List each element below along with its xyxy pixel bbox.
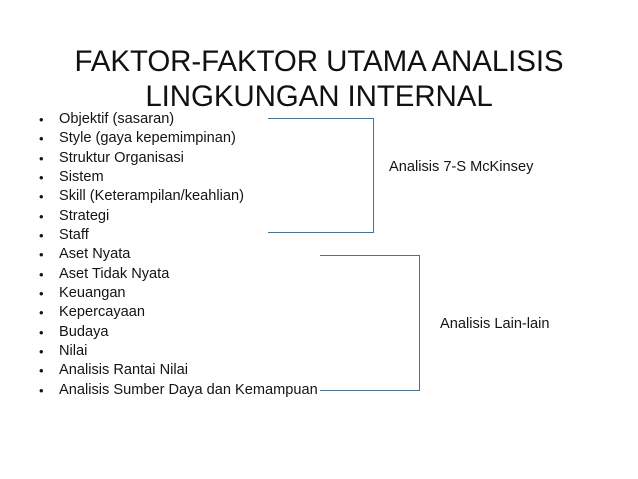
list-item: • Analisis Rantai Nilai xyxy=(36,361,366,380)
list-item: • Budaya xyxy=(36,323,366,342)
list-item-label: Aset Tidak Nyata xyxy=(59,265,170,282)
bullet-dot-icon: • xyxy=(39,305,44,321)
bullet-dot-icon: • xyxy=(39,150,44,166)
list-item-label: Kepercayaan xyxy=(59,304,146,321)
bullet-dot-icon: • xyxy=(39,286,44,302)
bullet-dot-icon: • xyxy=(39,170,44,186)
factor-bullet-list: • Objektif (sasaran) • Style (gaya kepemimp… xyxy=(36,110,366,400)
bullet-dot-icon: • xyxy=(39,382,44,398)
list-item-label: Style (gaya kepemimpinan) xyxy=(59,130,236,147)
bullet-dot-icon: • xyxy=(39,112,44,127)
list-item: • Sistem xyxy=(36,168,366,187)
list-item-label: Analisis Sumber Daya dan Kemampuan xyxy=(59,381,318,398)
list-item: • Analisis Sumber Daya dan Kemampuan xyxy=(36,381,366,400)
list-item: • Skill (Keterampilan/keahlian) xyxy=(36,187,366,206)
list-item-label: Staff xyxy=(59,227,89,244)
bullet-dot-icon: • xyxy=(39,266,44,282)
bracket-label-analisis-lain-lain: Analisis Lain-lain xyxy=(440,316,550,332)
bullet-dot-icon: • xyxy=(39,324,44,340)
list-item: • Nilai xyxy=(36,342,366,361)
list-item-label: Nilai xyxy=(59,343,88,360)
list-item-label: Analisis Rantai Nilai xyxy=(59,362,188,379)
list-item-label: Keuangan xyxy=(59,285,126,302)
bullet-dot-icon: • xyxy=(39,131,44,147)
bracket-label-analisis-7s-mckinsey: Analisis 7-S McKinsey xyxy=(389,159,534,175)
list-item-label: Budaya xyxy=(59,323,109,340)
bullet-dot-icon: • xyxy=(39,247,44,263)
list-item: • Style (gaya kepemimpinan) xyxy=(36,129,366,148)
list-item: • Staff xyxy=(36,226,366,245)
list-item-label: Strategi xyxy=(59,207,110,224)
bullet-dot-icon: • xyxy=(39,344,44,360)
bracket-analisis-lain-lain xyxy=(320,255,420,391)
bullet-dot-icon: • xyxy=(39,189,44,205)
list-item-label: Skill (Keterampilan/keahlian) xyxy=(59,188,244,205)
list-item: • Strategi xyxy=(36,207,366,226)
list-item-label: Sistem xyxy=(59,169,104,186)
list-item: • Keuangan xyxy=(36,284,366,303)
page-title: FAKTOR-FAKTOR UTAMA ANALISIS LINGKUNGAN … xyxy=(74,44,564,113)
bullet-dot-icon: • xyxy=(39,228,44,244)
list-item: • Aset Nyata xyxy=(36,245,366,264)
bullet-dot-icon: • xyxy=(39,208,44,224)
list-item: • Aset Tidak Nyata xyxy=(36,265,366,284)
list-item-label: Objektif (sasaran) xyxy=(59,111,175,127)
list-item: • Struktur Organisasi xyxy=(36,149,366,168)
list-item: • Objektif (sasaran) xyxy=(36,110,366,129)
bracket-analisis-7s-mckinsey xyxy=(268,118,374,233)
list-item-label: Struktur Organisasi xyxy=(59,149,184,166)
list-item: • Kepercayaan xyxy=(36,303,366,322)
list-item-label: Aset Nyata xyxy=(59,246,131,263)
bullet-dot-icon: • xyxy=(39,363,44,379)
